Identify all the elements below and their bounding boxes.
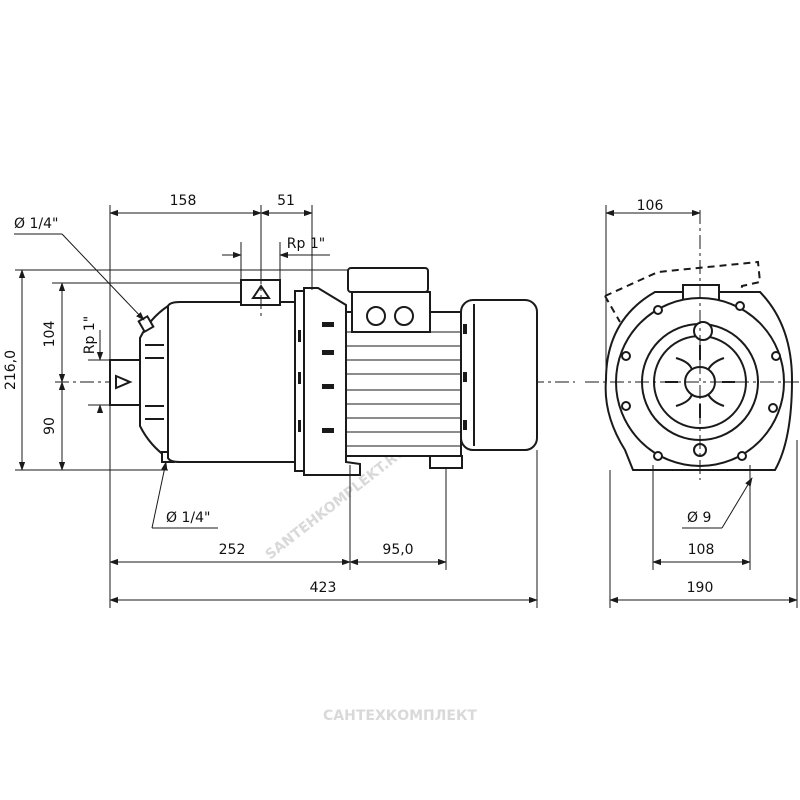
dim-104: 104 [42, 321, 58, 348]
dim-inlet-thread: Rp 1" [82, 316, 98, 354]
dim-drain-bottom: Ø 1/4" [166, 510, 210, 526]
motor-fan-cover [460, 299, 538, 451]
dim-95: 95,0 [382, 542, 413, 558]
dim-158: 158 [170, 193, 197, 209]
side-top-port [693, 321, 713, 341]
dim-216: 216,0 [3, 350, 19, 390]
cable-gland-left [366, 306, 386, 326]
watermark-bottom: САНТЕХКОМПЛЕКТ [323, 708, 477, 724]
pump-housing [167, 301, 296, 463]
dim-190: 190 [687, 580, 714, 596]
dim-108: 108 [688, 542, 715, 558]
dim-51: 51 [277, 193, 295, 209]
bolt-hole [737, 451, 747, 461]
front-view [55, 267, 575, 476]
bolt-hole [653, 451, 663, 461]
inlet-arrow-icon [115, 374, 133, 390]
terminal-box-outline [604, 260, 762, 323]
bolt-hole [771, 351, 781, 361]
dim-outlet-thread: Rp 1" [287, 236, 325, 252]
bolt-hole [621, 401, 631, 411]
side-dimensions: 106 Ø 9 108 190 [605, 198, 798, 608]
dim-90: 90 [42, 417, 58, 435]
motor-body [345, 311, 462, 457]
terminal-box [351, 291, 431, 333]
dim-423: 423 [310, 580, 337, 596]
dim-106: 106 [637, 198, 664, 214]
dim-hole: Ø 9 [687, 510, 711, 526]
dim-252: 252 [219, 542, 246, 558]
dim-drain-top: Ø 1/4" [14, 216, 58, 232]
bolt-hole [653, 305, 663, 315]
front-dimensions: 158 51 Rp 1" 216,0 104 90 Rp 1" Ø 1/4" [3, 193, 538, 608]
side-view [585, 210, 800, 480]
bolt-hole [735, 301, 745, 311]
cable-gland-right [394, 306, 414, 326]
terminal-box-lid [347, 267, 429, 293]
motor-foot [429, 455, 463, 469]
bolt-hole [768, 403, 778, 413]
inlet-port [109, 359, 141, 406]
bolt-hole [621, 351, 631, 361]
